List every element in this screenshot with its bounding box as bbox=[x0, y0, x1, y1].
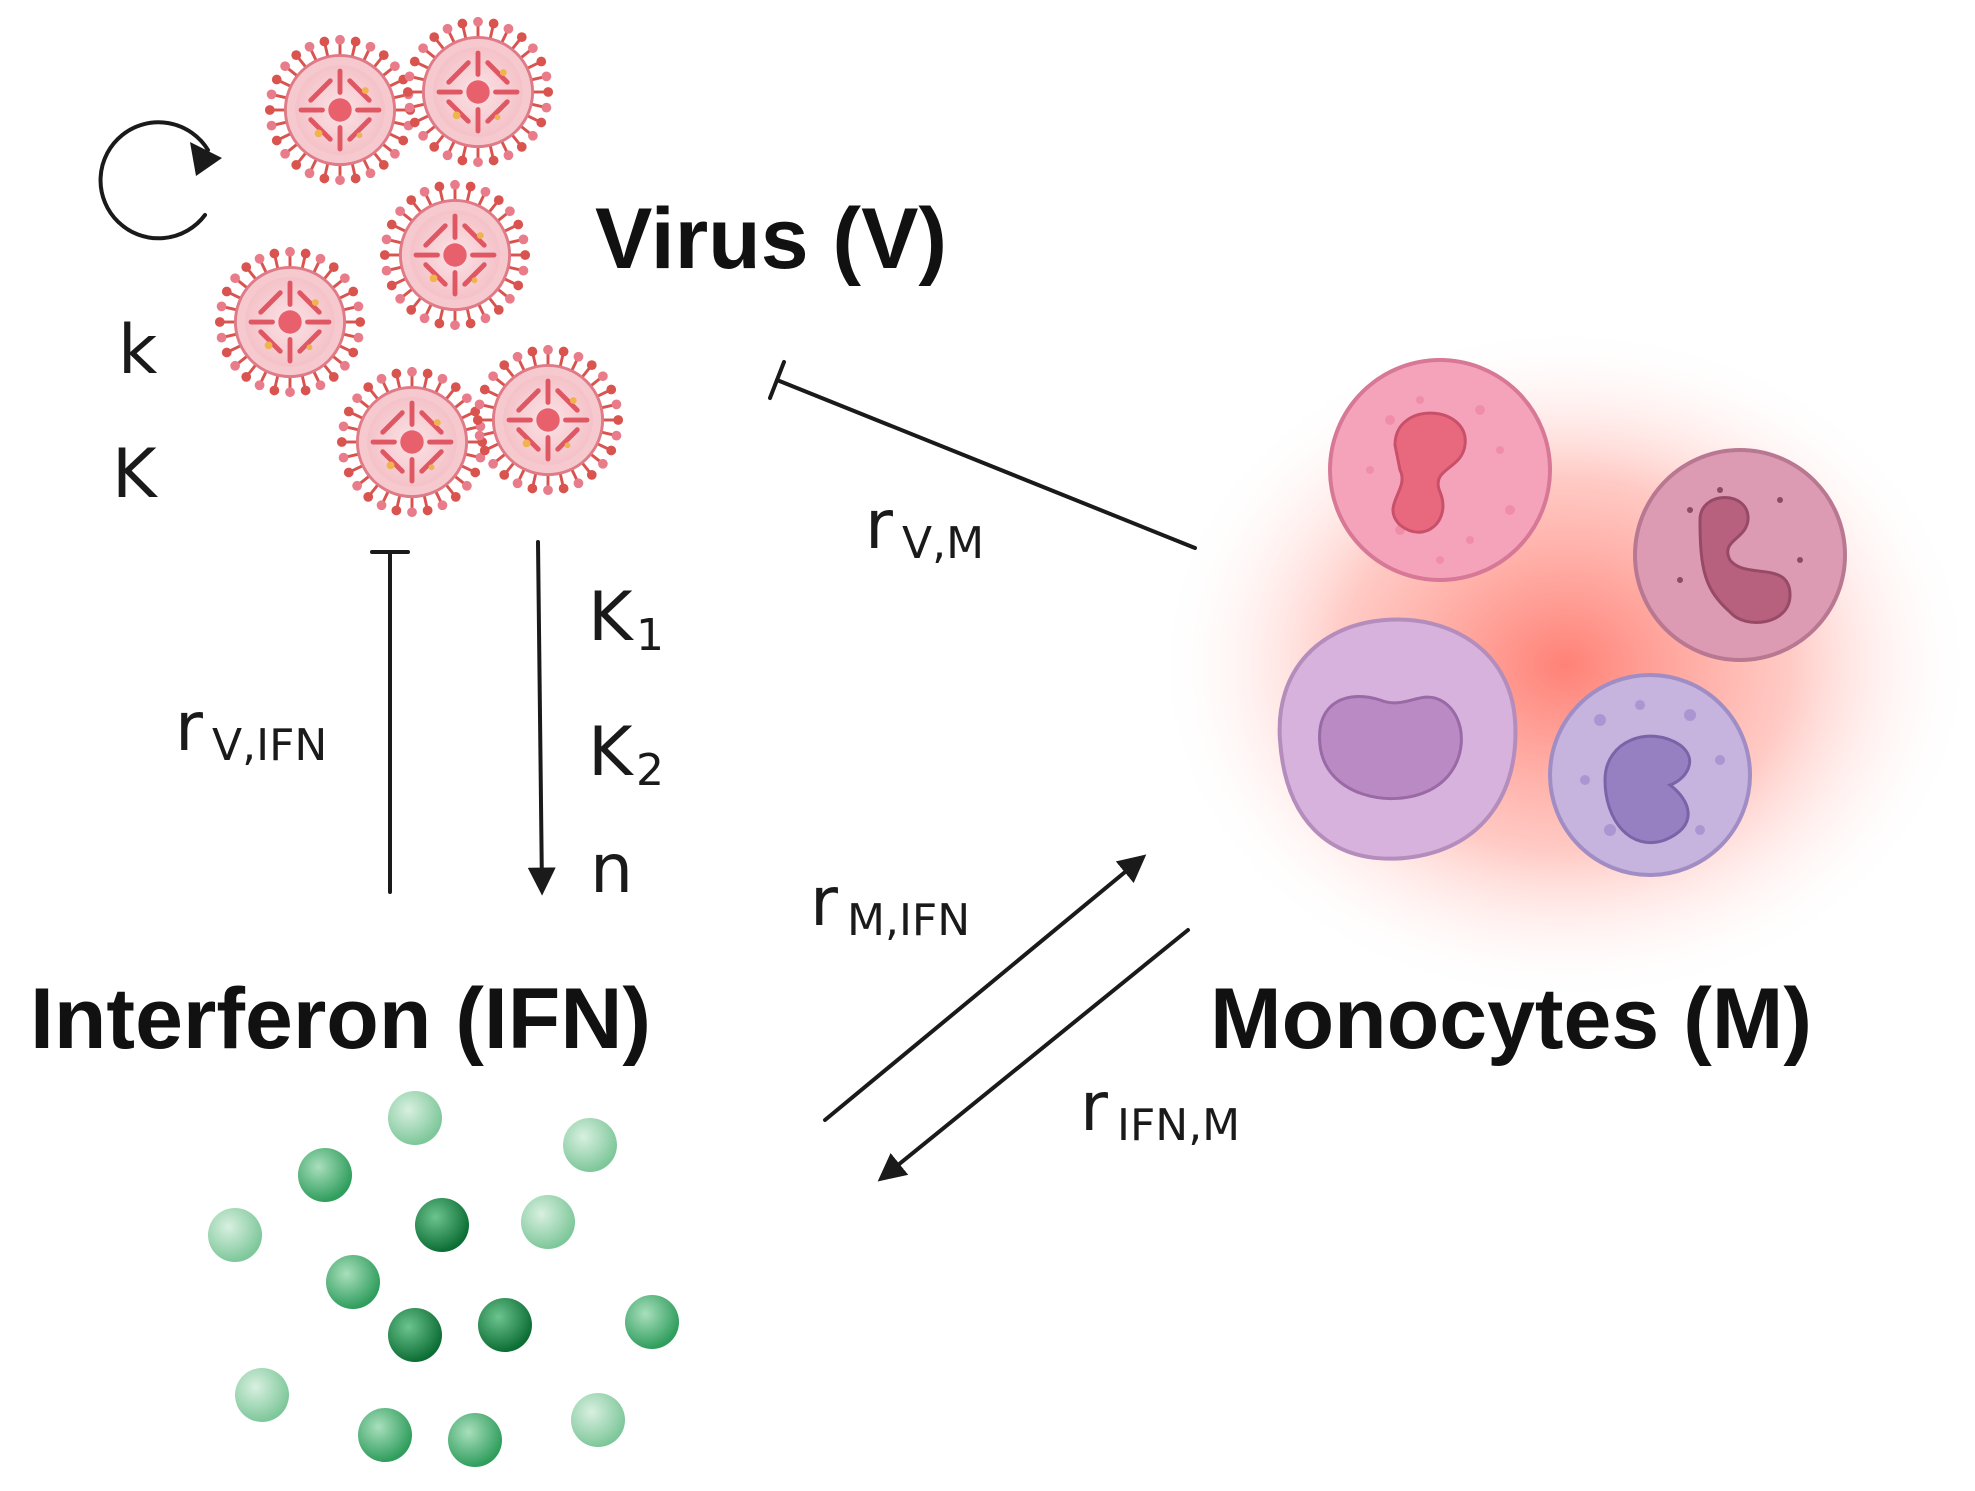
label-r-m-ifn-main: r bbox=[810, 863, 838, 942]
virus-capacity-label: K bbox=[112, 435, 159, 514]
label-r-v-ifn-main: r bbox=[175, 688, 203, 767]
interferon-molecule-icon bbox=[388, 1308, 442, 1362]
monocyte-cell-icon bbox=[1277, 617, 1518, 861]
label-r-v-ifn: r V,IFN bbox=[175, 688, 327, 771]
label-k-params: K 1 K 2 n bbox=[588, 578, 664, 909]
virus-particle-icon bbox=[380, 180, 530, 330]
label-r-m-ifn-sub: M,IFN bbox=[847, 895, 970, 946]
interferon-molecule-icon bbox=[298, 1148, 352, 1202]
edge-virus-to-interferon bbox=[527, 540, 556, 896]
interferon-molecule-icon bbox=[208, 1208, 262, 1262]
monocyte-cell-icon bbox=[1633, 448, 1847, 662]
virus-node-label: Virus (V) bbox=[595, 191, 947, 287]
interferon-molecule-icon bbox=[415, 1198, 469, 1252]
label-r-v-m-main: r bbox=[865, 486, 893, 565]
interferon-molecule-icon bbox=[571, 1393, 625, 1447]
virus-particle-icon bbox=[215, 247, 365, 397]
label-r-ifn-m-sub: IFN,M bbox=[1117, 1100, 1240, 1151]
edge-interferon-to-monocytes bbox=[823, 854, 1147, 1122]
interferon-molecule-icon bbox=[326, 1255, 380, 1309]
edge-monocytes-inhibit-virus bbox=[768, 360, 1197, 550]
label-r-v-m-sub: V,M bbox=[902, 518, 984, 569]
virus-particle-icon bbox=[473, 345, 623, 495]
interferon-molecule-icon bbox=[358, 1408, 412, 1462]
monocytes-node-label: Monocytes (M) bbox=[1210, 971, 1812, 1067]
monocyte-cluster bbox=[1155, 325, 1975, 1005]
virus-particle-icon bbox=[403, 17, 553, 167]
interferon-molecule-icon bbox=[448, 1413, 502, 1467]
virus-particle-icon bbox=[337, 367, 487, 517]
monocyte-cell-icon bbox=[1548, 673, 1752, 877]
interferon-node-label: Interferon (IFN) bbox=[30, 971, 651, 1067]
label-r-v-m: r V,M bbox=[865, 486, 984, 569]
label-r-ifn-m-main: r bbox=[1080, 1068, 1108, 1147]
label-k2-main: K bbox=[588, 713, 635, 792]
cycle-arrow-icon bbox=[98, 120, 222, 241]
label-k1-main: K bbox=[588, 578, 635, 657]
edge-ifn-inhibits-virus bbox=[370, 550, 410, 894]
monocyte-cell-icon bbox=[1328, 358, 1552, 582]
interferon-molecule-icon bbox=[388, 1091, 442, 1145]
interferon-molecule-icon bbox=[563, 1118, 617, 1172]
interferon-molecule-icon bbox=[235, 1368, 289, 1422]
label-r-m-ifn: r M,IFN bbox=[810, 863, 970, 946]
label-k1-sub: 1 bbox=[636, 610, 664, 661]
label-r-v-ifn-sub: V,IFN bbox=[212, 720, 327, 771]
edge-monocytes-to-interferon bbox=[877, 928, 1190, 1182]
interferon-molecules bbox=[208, 1091, 679, 1467]
interferon-molecule-icon bbox=[478, 1298, 532, 1352]
label-n: n bbox=[590, 830, 633, 909]
label-k2-sub: 2 bbox=[636, 745, 664, 796]
virus-growth-rate-label: k bbox=[118, 311, 158, 390]
interferon-molecule-icon bbox=[521, 1195, 575, 1249]
interferon-molecule-icon bbox=[625, 1295, 679, 1349]
virus-cluster bbox=[215, 17, 623, 517]
virus-particle-icon bbox=[265, 35, 415, 185]
label-r-ifn-m: r IFN,M bbox=[1080, 1068, 1240, 1151]
